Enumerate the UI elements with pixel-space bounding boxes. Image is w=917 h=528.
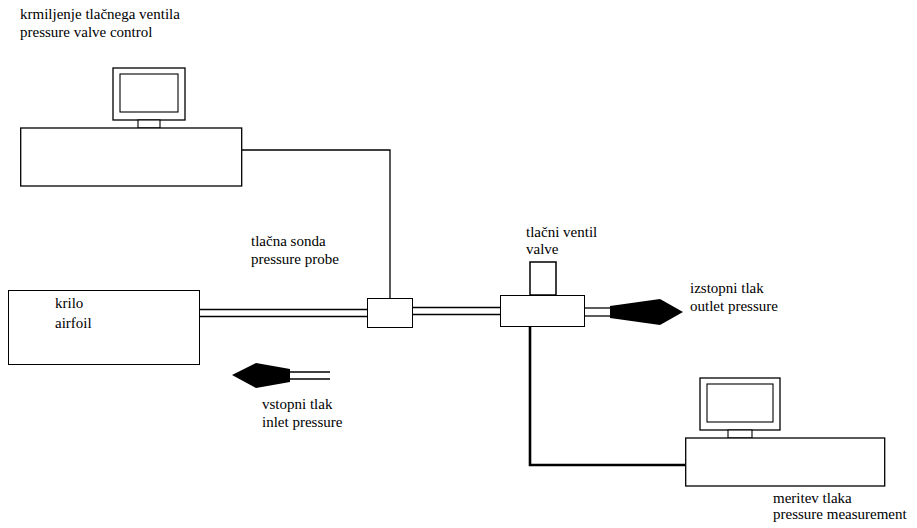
outlet-pipe [585, 307, 614, 308]
node-label: tlačni ventil [526, 224, 597, 240]
measurement-computer: meritev tlakapressure measurement [685, 378, 885, 526]
monitor-stand [728, 430, 752, 438]
pressure-label: inlet pressure [262, 414, 342, 430]
node-label: pressure probe [251, 251, 339, 267]
inlet-pipe [286, 378, 330, 379]
connector [200, 310, 367, 317]
outlet-arrow [610, 299, 683, 325]
node-label: tlačna sonda [251, 233, 326, 249]
node-label: pressure valve control [20, 24, 152, 40]
airfoil-box: krilo airfoil [8, 290, 200, 365]
outlet-pipe [585, 315, 614, 316]
monitor [700, 378, 780, 430]
node-label: krilo [55, 295, 83, 311]
pressure-label: outlet pressure [690, 298, 778, 314]
connector [413, 308, 500, 315]
computer-case [686, 438, 885, 486]
valve-actuator [530, 262, 556, 295]
monitor-stand [138, 120, 160, 128]
node-label: krmiljenje tlačnega ventila [20, 6, 180, 22]
node-label: valve [526, 241, 558, 257]
node-label: pressure measurement [773, 506, 907, 522]
monitor [113, 68, 185, 120]
valve-body: tlačni ventilvalve [500, 295, 585, 327]
pressure-label: izstopni tlak [690, 280, 764, 296]
inlet-arrow [232, 363, 290, 388]
inlet-pipe [286, 371, 330, 372]
pressure-label: vstopni tlak [262, 396, 332, 412]
control-computer: krmiljenje tlačnega ventila pressure valv… [20, 6, 242, 188]
pressure-probe: tlačna sondapressure probe [367, 298, 413, 328]
screen [707, 384, 773, 422]
screen [120, 74, 178, 112]
connector [530, 327, 685, 465]
node-label: meritev tlaka [773, 490, 852, 506]
computer-case [21, 128, 242, 186]
connector [242, 150, 390, 298]
node-label: airfoil [55, 315, 92, 331]
